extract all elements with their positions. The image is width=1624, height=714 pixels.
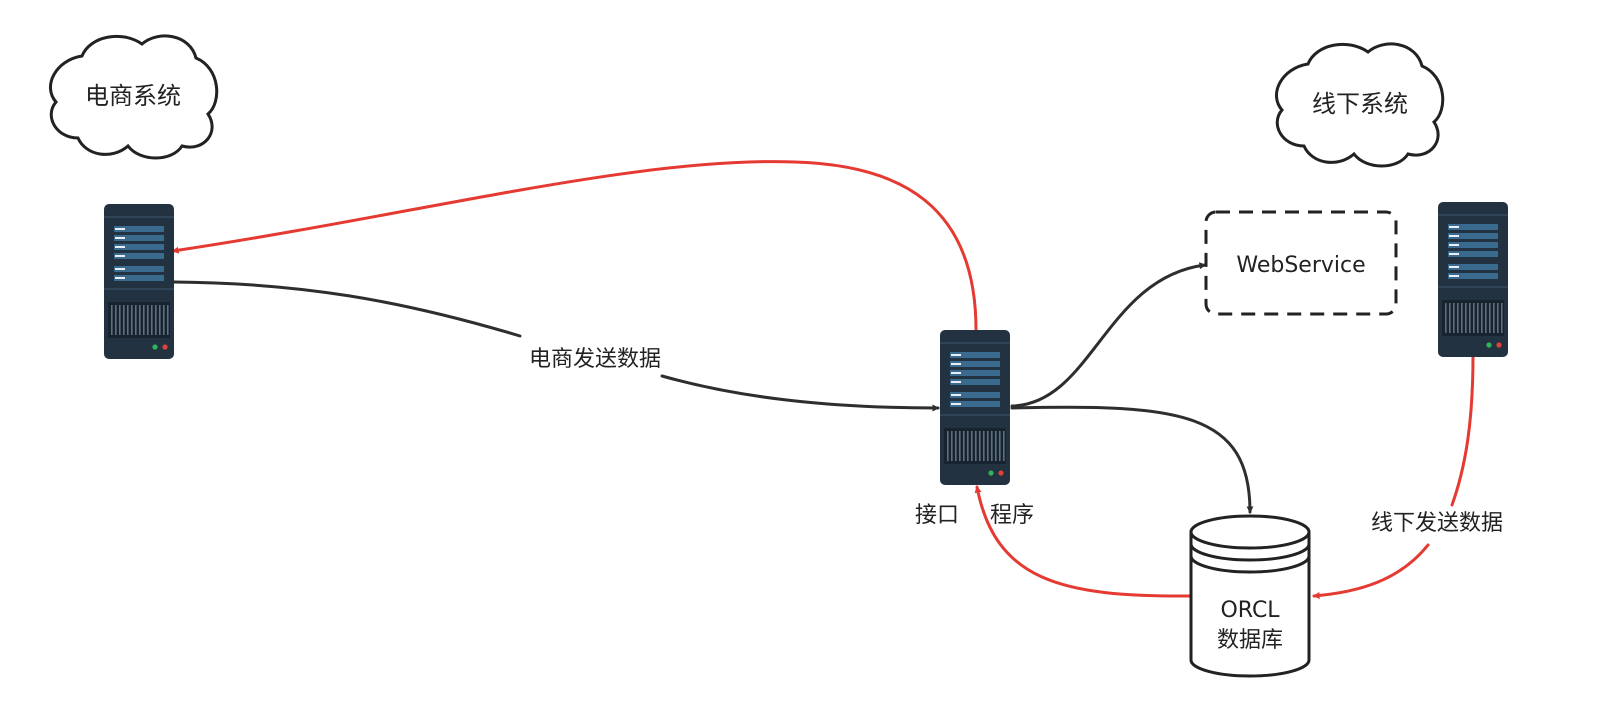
webservice-box	[1204, 210, 1398, 316]
edge-database-to-interface	[974, 485, 1192, 598]
database-node: ORCL 数据库	[1189, 514, 1311, 678]
edge-offline-send-part1	[1450, 354, 1475, 507]
server-icon	[940, 330, 1010, 485]
interface-server-label-right: 程序	[990, 503, 1034, 528]
offline-cloud: 线下系统	[1274, 42, 1445, 168]
edge-interface-to-database	[1010, 405, 1254, 514]
ecommerce-cloud-label: 电商系统	[85, 82, 181, 110]
edge-ecommerce-send-part1	[172, 280, 522, 338]
ecommerce-server	[104, 204, 174, 359]
edge-offline-send-label: 线下发送数据	[1371, 511, 1503, 536]
interface-server	[940, 330, 1010, 485]
interface-server-label-left: 接口	[915, 503, 959, 528]
webservice-node: WebService	[1204, 210, 1398, 316]
offline-server	[1438, 202, 1508, 357]
database-label-line1: ORCL	[1220, 598, 1280, 623]
server-icon	[1438, 202, 1508, 357]
edge-interface-to-ecommerce	[171, 160, 978, 332]
database-label-line2: 数据库	[1217, 628, 1283, 653]
server-icon	[104, 204, 174, 359]
edge-interface-to-webservice	[1010, 262, 1207, 408]
edge-ecommerce-send-part2	[660, 374, 940, 412]
webservice-label: WebService	[1236, 253, 1365, 278]
ecommerce-cloud: 电商系统	[48, 34, 219, 160]
offline-cloud-label: 线下系统	[1312, 90, 1408, 118]
edge-ecommerce-send-label: 电商发送数据	[529, 347, 661, 372]
edge-offline-send-part2	[1312, 543, 1430, 600]
database-cylinder-icon	[1189, 514, 1311, 678]
